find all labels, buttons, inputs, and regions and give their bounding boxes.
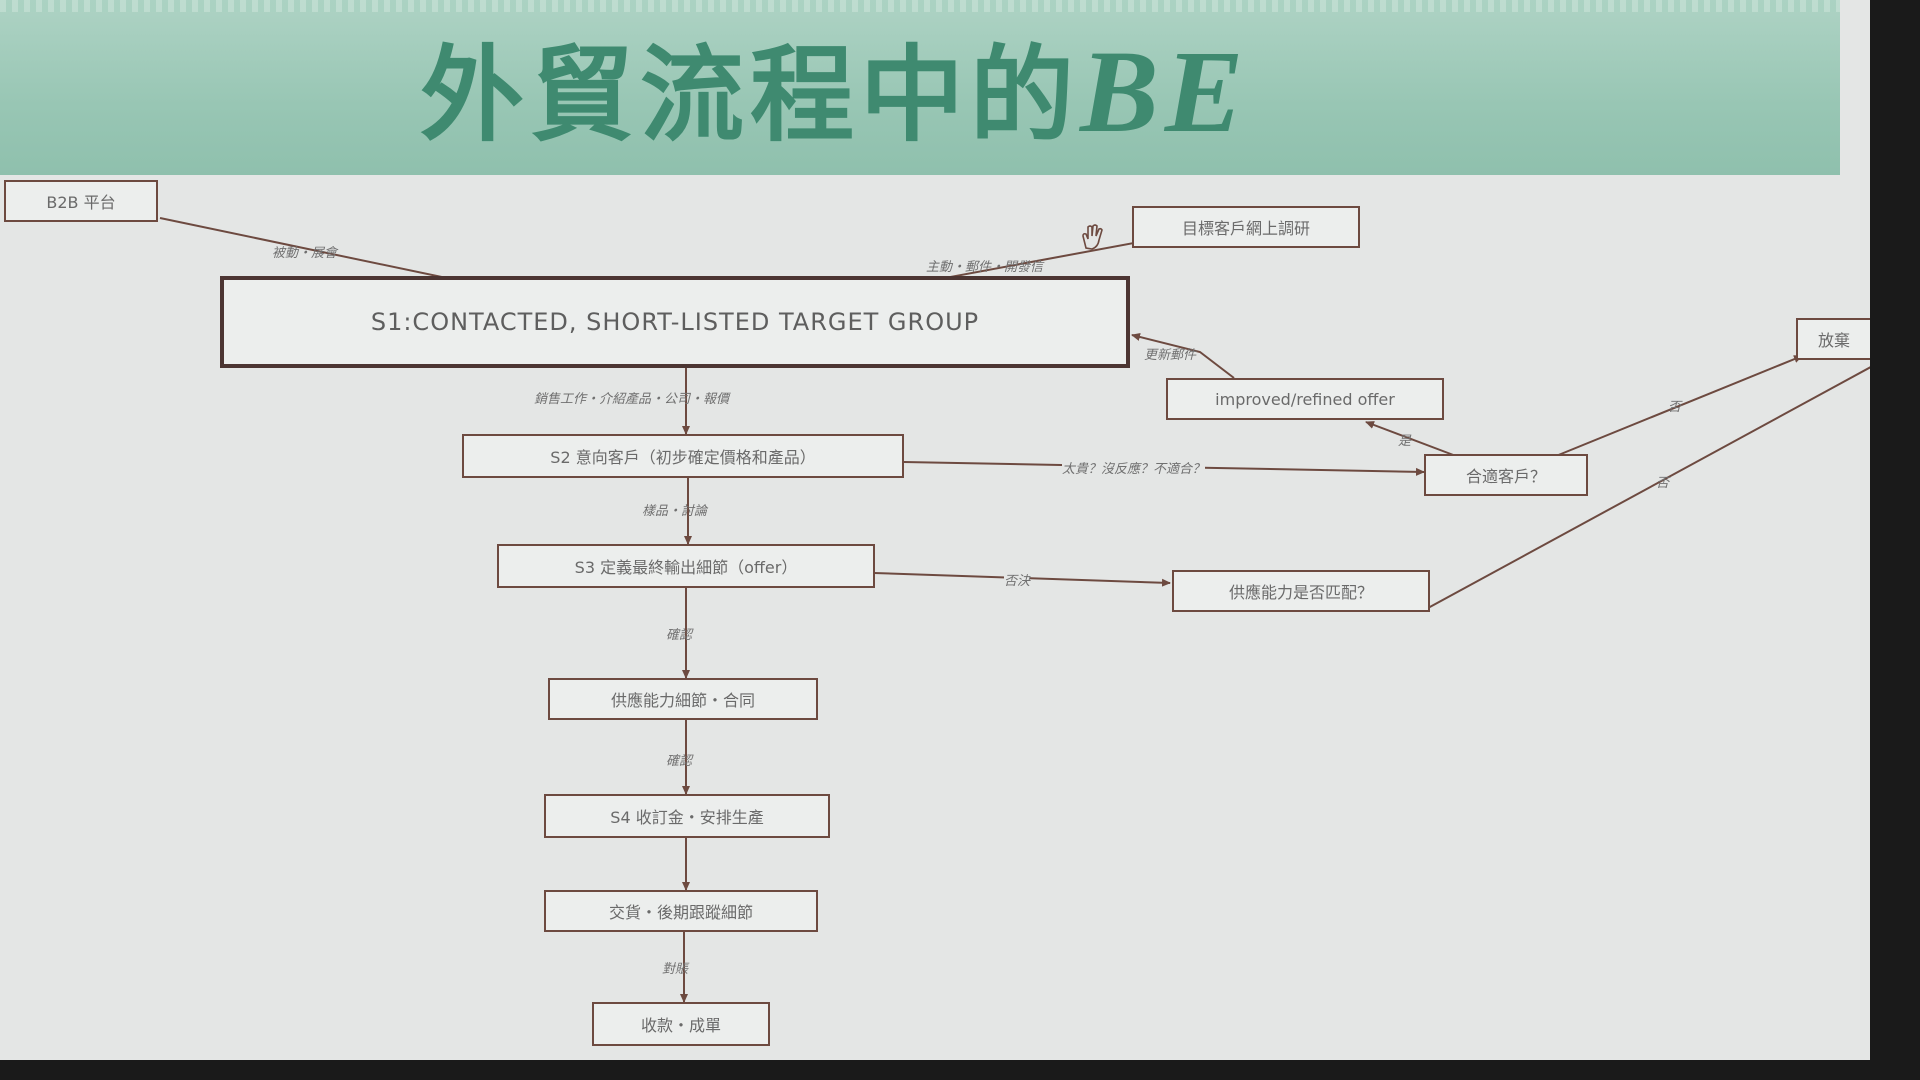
edge-label-delivery-final: 對賬 bbox=[662, 962, 689, 977]
edge-right-giveup bbox=[1555, 355, 1803, 457]
title-band-pattern bbox=[0, 0, 1840, 12]
edge-label-match-giveup: 否 bbox=[1656, 476, 1670, 491]
node-supply-match: 供應能力是否匹配？ bbox=[1172, 570, 1430, 612]
node-payment-closed: 收款・成單 bbox=[592, 1002, 770, 1046]
edge-label-s3-match: 否決 bbox=[1004, 570, 1031, 589]
flow-connectors bbox=[159, 217, 1870, 1003]
node-improved-offer: improved/refined offer bbox=[1166, 378, 1444, 420]
edge-label-right-improved: 是 bbox=[1398, 434, 1412, 449]
edge-label-b2b-s1: 被動・展會 bbox=[272, 246, 338, 261]
hand-pointer-icon bbox=[1082, 224, 1103, 250]
edge-label-s2-right: 太貴？沒反應？不適合？ bbox=[1062, 458, 1206, 477]
edge-label-s3-supply: 確認 bbox=[666, 628, 693, 643]
edge-label-target-s1: 主動・郵件・開發信 bbox=[926, 260, 1044, 275]
node-right-customer: 合適客戶？ bbox=[1424, 454, 1588, 496]
edge-b2b-s1 bbox=[159, 217, 481, 288]
edge-match-giveup bbox=[1427, 366, 1870, 609]
edge-label-supply-s4: 確認 bbox=[666, 754, 693, 769]
edge-right-improved bbox=[1365, 421, 1457, 457]
node-b2b-platform: B2B 平台 bbox=[4, 180, 158, 222]
node-target-customer-research: 目標客戶網上調研 bbox=[1132, 206, 1360, 248]
edge-improved-s1 bbox=[1131, 333, 1235, 379]
node-s4-deposit-production: S4 收訂金・安排生產 bbox=[544, 794, 830, 838]
edge-label-s1-s2: 銷售工作・介紹產品・公司・報價 bbox=[534, 392, 730, 407]
slide-title-latin: BE bbox=[1080, 26, 1250, 157]
edge-label-s2-s3: 樣品・討論 bbox=[642, 504, 708, 519]
edge-label-right-giveup: 否 bbox=[1668, 400, 1682, 415]
slide-title-cjk: 外貿流程中的 bbox=[420, 33, 1081, 156]
node-s3-offer-details: S3 定義最終輸出細節（offer） bbox=[497, 544, 875, 588]
node-s1-contacted: S1:CONTACTED, SHORT-LISTED TARGET GROUP bbox=[220, 276, 1130, 368]
title-band: 外貿流程中的BE bbox=[0, 0, 1840, 175]
node-supply-capacity-contract: 供應能力細節・合同 bbox=[548, 678, 818, 720]
edge-label-improved-s1: 更新郵件 bbox=[1144, 348, 1197, 363]
node-delivery-followup: 交貨・後期跟蹤細節 bbox=[544, 890, 818, 932]
node-s2-intent-customer: S2 意向客戶（初步確定價格和產品） bbox=[462, 434, 904, 478]
slide: 外貿流程中的BE B2B 平台 目標客戶網上調研 S1:CO bbox=[0, 0, 1870, 1060]
node-give-up: 放棄 bbox=[1796, 318, 1870, 360]
slide-title: 外貿流程中的BE bbox=[420, 10, 1249, 161]
